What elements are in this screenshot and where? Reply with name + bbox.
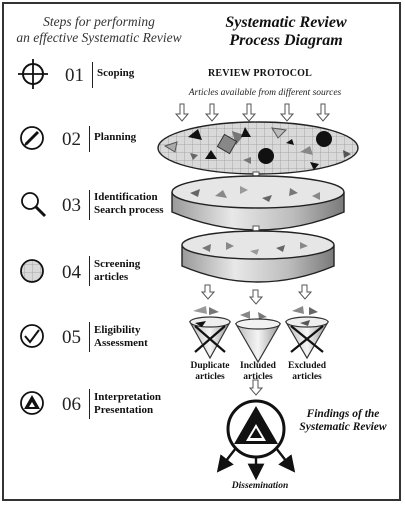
step-label-line2: Presentation xyxy=(94,404,154,416)
title-line1: Systematic Review xyxy=(225,14,347,31)
step-label: Screening articles xyxy=(94,258,140,284)
step-label-line1: Planning xyxy=(94,131,137,143)
stream-arrows xyxy=(200,284,313,305)
screening-cylinder xyxy=(181,230,335,283)
diagram-title: Systematic Review Process Diagram xyxy=(196,14,376,50)
steps-heading-line1: Steps for performing xyxy=(43,14,155,29)
stream-label-line1: Duplicate xyxy=(190,361,230,371)
step-divider xyxy=(89,190,90,220)
step-divider xyxy=(89,126,90,152)
step-label-line1: Identification xyxy=(94,191,158,203)
findings-label: Findings of the Systematic Review xyxy=(283,408,403,434)
step-divider xyxy=(92,62,93,88)
step-label: Scoping xyxy=(97,67,134,80)
duplicate-articles-label: Duplicate articles xyxy=(183,361,237,383)
diagram-frame xyxy=(2,2,401,501)
findings-line2: Systematic Review xyxy=(299,421,387,433)
step-label-line2: articles xyxy=(94,271,129,283)
step-label-line1: Screening xyxy=(94,258,141,270)
excluded-cone xyxy=(284,306,330,360)
step-label: Interpretation Presentation xyxy=(94,391,161,417)
step-number: 02 xyxy=(62,129,81,150)
excluded-articles-label: Excluded articles xyxy=(280,361,334,383)
steps-heading: Steps for performing an effective System… xyxy=(14,14,184,46)
step-label-line1: Interpretation xyxy=(94,391,162,403)
crosshair-icon xyxy=(18,59,48,89)
step-number: 05 xyxy=(62,327,81,348)
stream-label-line2: articles xyxy=(292,372,322,382)
stream-label-line1: Excluded xyxy=(287,361,326,371)
steps-heading-line2: an effective Systematic Review xyxy=(16,30,182,45)
step-label-line1: Scoping xyxy=(97,67,135,79)
check-circle-icon xyxy=(20,324,44,348)
review-protocol-label: REVIEW PROTOCOL xyxy=(207,68,313,79)
grid-circle-icon xyxy=(20,259,44,283)
step-label: Identification Search process xyxy=(94,191,164,217)
step-label: Planning xyxy=(94,131,136,144)
step-number: 06 xyxy=(62,394,81,415)
duplicate-cone xyxy=(188,306,232,360)
included-cone xyxy=(234,311,282,364)
included-articles-label: Included articles xyxy=(231,361,285,383)
step-number: 04 xyxy=(62,262,81,283)
stream-label-line2: articles xyxy=(243,372,273,382)
stream-label-line2: articles xyxy=(195,372,225,382)
step-label-line2: Search process xyxy=(94,204,164,216)
step-label-line2: Assessment xyxy=(94,337,148,349)
dissemination-arrows xyxy=(216,447,296,481)
magnifier-icon xyxy=(21,192,47,218)
title-line2: Process Diagram xyxy=(229,32,343,49)
articles-pool-disc xyxy=(157,121,359,175)
step-divider xyxy=(89,256,90,286)
step-label: Eligibility Assessment xyxy=(94,324,148,350)
pencil-icon xyxy=(20,126,44,150)
dissemination-label: Dissemination xyxy=(231,481,289,491)
identification-cylinder xyxy=(171,175,345,231)
step-divider xyxy=(89,322,90,352)
triangle-circle-icon xyxy=(20,391,44,415)
step-label-line1: Eligibility xyxy=(94,324,141,336)
findings-triangle-icon xyxy=(226,399,286,459)
step-divider xyxy=(89,389,90,419)
sources-label: Articles available from different source… xyxy=(188,88,342,98)
step-number: 01 xyxy=(65,65,84,86)
flow-arrow-findings xyxy=(248,379,264,396)
step-number: 03 xyxy=(62,195,81,216)
stream-label-line1: Included xyxy=(240,361,276,371)
findings-line1: Findings of the xyxy=(306,408,380,420)
source-arrows xyxy=(174,103,331,122)
